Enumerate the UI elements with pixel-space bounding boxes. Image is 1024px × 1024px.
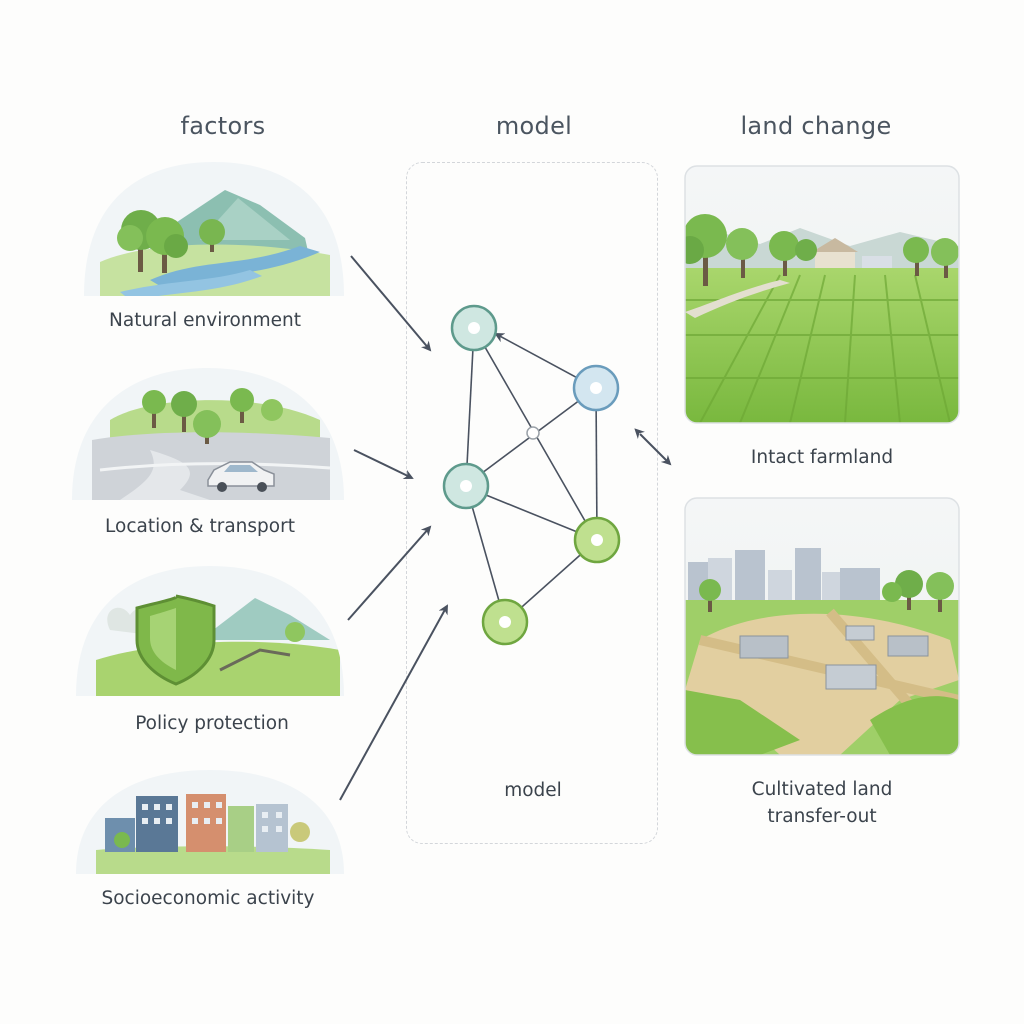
land-change-title: land change xyxy=(740,112,892,140)
arrow-socioeconomic-to-model xyxy=(339,604,448,801)
farmland-image xyxy=(684,165,960,424)
arrow-natural-to-model xyxy=(350,255,432,352)
factor-label-location-transport: Location & transport xyxy=(105,516,295,537)
factor-label-natural-environment: Natural environment xyxy=(109,310,301,331)
model-title: model xyxy=(495,112,573,140)
outcome-label-transfer-out-line2: transfer-out xyxy=(767,806,876,827)
road-car-icon xyxy=(72,368,344,500)
network-node-green-1 xyxy=(573,516,621,564)
network-node-teal-1 xyxy=(450,304,498,352)
arrow-policy-to-model xyxy=(347,525,432,621)
arrow-location-to-model xyxy=(353,449,414,480)
arrow-model-land-change xyxy=(634,428,672,466)
network-node-teal-2 xyxy=(442,462,490,510)
city-buildings-icon xyxy=(76,770,344,874)
model-label: model xyxy=(504,780,562,801)
network-edge xyxy=(595,387,598,541)
factor-label-policy-protection: Policy protection xyxy=(135,713,289,734)
factors-title: factors xyxy=(180,112,266,140)
network-node-blue xyxy=(572,364,620,412)
network-edge xyxy=(465,327,475,486)
construction-site-image xyxy=(684,497,960,756)
outcome-label-transfer-out-line1: Cultivated land xyxy=(752,779,893,800)
shield-icon xyxy=(76,566,344,696)
outcome-label-intact-farmland: Intact farmland xyxy=(751,447,893,468)
network-hub-node xyxy=(526,426,540,440)
network-node-green-2 xyxy=(481,598,529,646)
factor-label-socioeconomic-activity: Socioeconomic activity xyxy=(101,888,314,909)
model-container xyxy=(406,162,658,844)
natural-environment-icon xyxy=(84,162,344,296)
